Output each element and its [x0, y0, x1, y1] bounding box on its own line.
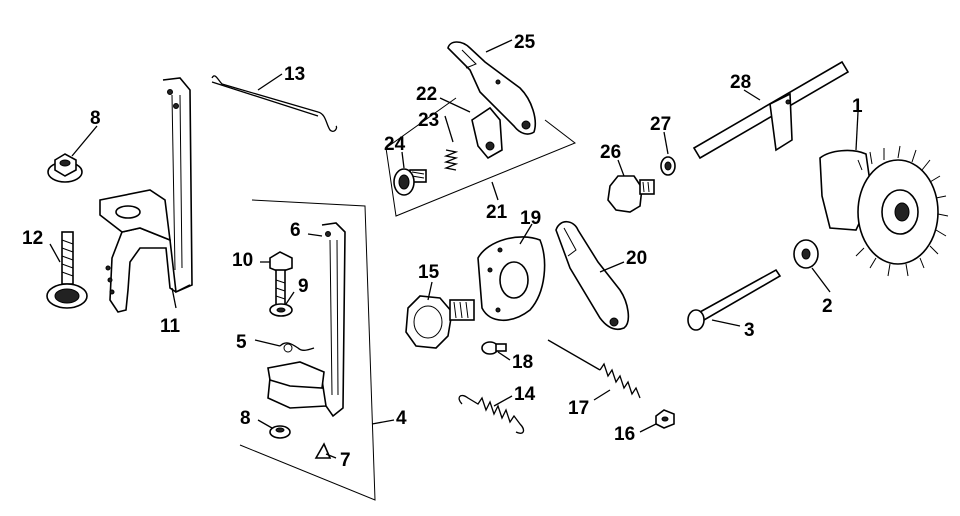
part-long-bolt [687, 268, 782, 331]
callout-21: 21 [486, 202, 508, 223]
part-rivet [481, 341, 507, 355]
callout-22: 22 [416, 84, 437, 105]
part-hex-nut [655, 409, 675, 429]
part-washer-small [269, 303, 293, 317]
callout-18: 18 [512, 352, 533, 373]
part-l-bracket-large [99, 77, 193, 313]
part-small-spring [443, 149, 459, 171]
part-flange-nut-upper [47, 153, 83, 183]
callout-24: 24 [384, 134, 406, 155]
callout-23: 23 [418, 110, 439, 131]
part-tension-spring [458, 394, 525, 434]
part-shaft [692, 60, 850, 160]
callout-9: 9 [298, 276, 309, 297]
callout-8-lower: 8 [240, 408, 251, 429]
part-bracket-clip [471, 106, 503, 160]
callout-7: 7 [340, 450, 351, 471]
callout-2: 2 [822, 296, 833, 317]
part-hex-bolt [269, 251, 293, 307]
part-round-head-bolt [46, 231, 88, 309]
part-washer-2 [793, 239, 819, 269]
part-group-frame-21 [385, 97, 576, 217]
part-l-bracket-small [267, 222, 346, 418]
callout-26: 26 [600, 142, 621, 163]
callout-1: 1 [852, 96, 863, 117]
part-cone-pin [314, 442, 332, 459]
leader-lines [49, 39, 859, 459]
callout-3: 3 [744, 320, 755, 341]
callout-14: 14 [514, 384, 536, 405]
callout-6: 6 [290, 220, 301, 241]
callout-20: 20 [626, 248, 647, 269]
callout-27: 27 [650, 114, 671, 135]
part-link-rod [211, 75, 338, 132]
part-forked-lever [447, 41, 536, 135]
callout-labels: 1 2 3 4 5 6 7 8 8 9 10 11 12 13 14 15 16… [22, 32, 863, 471]
part-long-spring [547, 339, 641, 399]
part-spring-clip [279, 342, 315, 353]
callout-16: 16 [614, 424, 635, 445]
callout-19: 19 [520, 208, 541, 229]
part-plug-bolt [607, 175, 655, 213]
part-forked-arm [555, 220, 630, 331]
callout-12: 12 [22, 228, 43, 249]
part-hex-fitting [405, 295, 475, 349]
callout-10: 10 [232, 250, 253, 271]
part-group-frame-4 [239, 199, 376, 501]
callout-28: 28 [730, 72, 751, 93]
callout-15: 15 [418, 262, 440, 283]
callout-25: 25 [514, 32, 536, 53]
part-gear-housing [819, 145, 949, 277]
part-knob-screw [393, 168, 427, 196]
callout-5: 5 [236, 332, 247, 353]
part-flange-nut-lower [269, 425, 291, 439]
callout-11: 11 [160, 316, 181, 337]
callout-4: 4 [396, 408, 407, 429]
callout-13: 13 [284, 64, 305, 85]
callout-8-upper: 8 [90, 108, 101, 129]
part-washer-27 [660, 156, 676, 176]
part-mounting-plate [477, 236, 546, 322]
callout-17: 17 [568, 398, 589, 419]
